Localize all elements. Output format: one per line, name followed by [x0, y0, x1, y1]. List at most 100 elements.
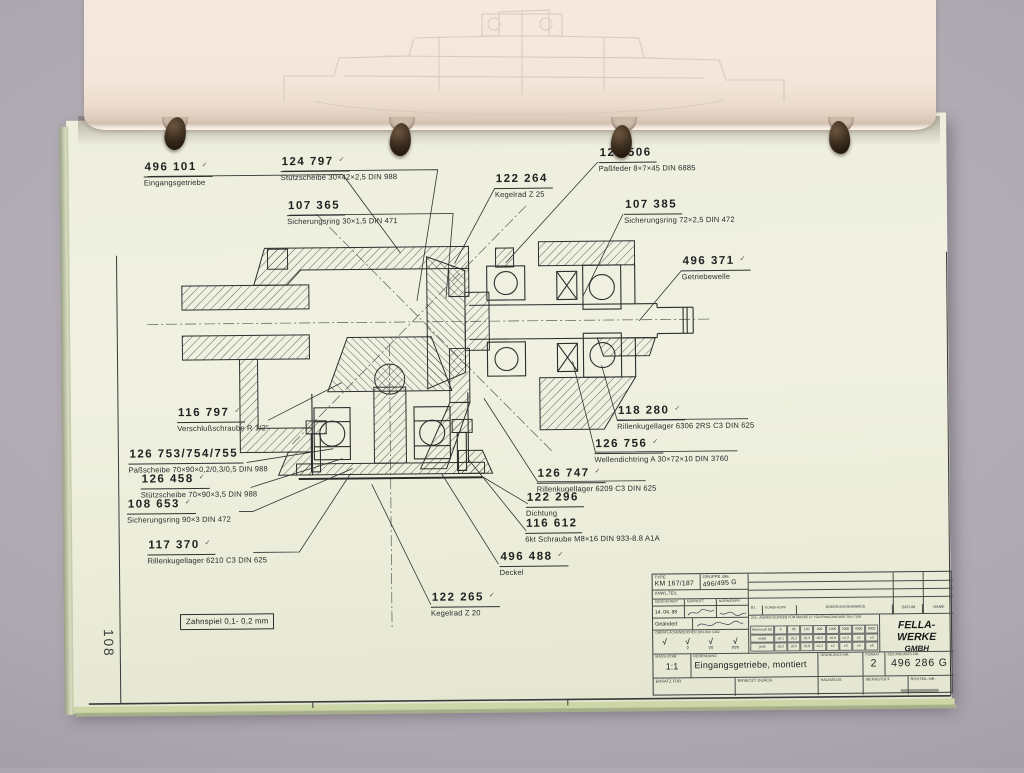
check-mark: ✓ — [595, 468, 601, 475]
name-label: NAME — [923, 604, 953, 609]
tol-val: ±0,2 — [774, 643, 787, 652]
check-mark: ✓ — [202, 162, 208, 169]
ersatz-label: ERSATZ FÜR — [654, 678, 735, 684]
check-mark: ✓ — [205, 540, 211, 547]
tol-val: ±0,8 — [826, 633, 839, 642]
tol-col: 30 — [787, 625, 800, 634]
part-description: Getriebewelle — [682, 273, 751, 281]
part-number: 117 370 — [148, 539, 200, 551]
tol-row-label: grob — [750, 643, 774, 652]
part-description: Kegelrad Z 25 — [495, 191, 553, 199]
tol-val: ±5 — [865, 642, 878, 651]
part-description: 6kt Schraube M8×16 DIN 933-8.8 A1A — [525, 535, 660, 544]
part-number: 496 488 — [500, 551, 552, 563]
brand-name: FELLA-WERKE — [880, 619, 953, 644]
part-number: 126 458 — [142, 473, 194, 485]
tolerance-label: ZUL. ABWEICHUNGEN FÜR MASSE O. TOLERANZA… — [749, 614, 879, 620]
part-label: 496 488✓ Deckel — [499, 547, 568, 576]
part-number: 122 264 — [496, 173, 548, 185]
geaendert-signature-cell — [693, 618, 749, 631]
ordnung-cell: ORDNUNGS-NR. — [818, 653, 863, 677]
rev-b1-label: B1 — [749, 606, 762, 611]
halbzeug-label: HALBZEUG — [819, 677, 863, 683]
rohteil-label: ROHTEIL-NR. — [909, 676, 954, 682]
anwl-label: ANWL.TEIL — [653, 590, 748, 596]
tol-val: ±0,5 — [787, 643, 800, 652]
rev-b1-cell: B1 — [749, 606, 763, 616]
tol-val: ±3 — [865, 633, 878, 642]
geaendert-label: Geändert — [653, 618, 692, 627]
datum-cell: DATUM — [893, 604, 923, 614]
part-description: Stützscheibe 30×42×2,5 DIN 988 — [281, 173, 398, 182]
signature-cell — [685, 606, 717, 618]
ersatz-cell: ERSATZ FÜR — [654, 678, 736, 697]
part-number: 107 385 — [625, 198, 677, 210]
type-cell: TYPE KM 167/187 — [653, 574, 701, 590]
surface-symbol: √∇∇ — [708, 638, 713, 651]
title-block: TYPE KM 167/187 GRUPPE 496 496/495 G ANW… — [652, 571, 953, 696]
tol-val: ±0,5 — [813, 634, 826, 643]
type-value: KM 167/187 — [653, 580, 700, 587]
part-label: 496 371✓ Getriebewelle — [681, 252, 750, 281]
part-label: 122 265✓ Kegelrad Z 20 — [431, 588, 500, 617]
name-cell: NAME — [923, 604, 953, 614]
geprueft-label: GEPRÜFT — [685, 599, 716, 604]
part-number: 124 797 — [282, 156, 334, 168]
normgepr-label: NORMGEPR. — [717, 599, 748, 604]
tol-col: 120 — [800, 625, 813, 634]
tolerance-table: Nennmaß bis 6 30 120 400 1000 2000 4000 … — [750, 624, 878, 651]
part-number: 496 371 — [683, 255, 735, 267]
zeichnung-cell: ZEICHNUNGS-NR. 496 286 G — [885, 652, 953, 677]
part-label: 116 612 6kt Schraube M8×16 DIN 933-8.8 A… — [525, 514, 660, 544]
massstab-cell: MASS-STAB 1:1 — [653, 654, 691, 678]
halbzeug-cell: HALBZEUG — [819, 677, 864, 695]
surface-symbol: √ — [662, 638, 667, 651]
brand-cell: FELLA-WERKE GMBH FEUCHT B. NÜRNBERG — [880, 614, 953, 653]
date-cell: 14. 04. 88 — [653, 606, 685, 618]
part-label: 124 797✓ Stützscheibe 30×42×2,5 DIN 988 — [281, 152, 398, 182]
signature-scribble — [696, 620, 744, 629]
check-mark: ✓ — [185, 499, 191, 506]
part-number: 126 756 — [595, 438, 647, 450]
tol-col: 6 — [774, 625, 787, 634]
part-label: 116 797✓ Verschlußschraube R 1/2" — [177, 403, 269, 432]
massstab-label: MASS-STAB — [653, 654, 690, 659]
tol-val: ±1,2 — [813, 642, 826, 651]
gruppe-cell: GRUPPE 496 496/495 G — [701, 574, 749, 590]
part-description: Sicherungsring 90×3 DIN 472 — [127, 516, 231, 525]
signature-cell — [717, 606, 749, 618]
tol-val: ±3 — [839, 642, 852, 651]
flipped-page — [84, 0, 936, 130]
part-label: 122 264 Kegelrad Z 25 — [495, 170, 553, 199]
ordnung-label: ORDNUNGS-NR. — [818, 653, 862, 658]
tol-val: ±0,1 — [774, 634, 787, 643]
part-label: 122 296 Dichtung — [526, 488, 584, 517]
tol-row-label: mittel — [750, 634, 774, 643]
rev-kombi-label: KOMBI-KOPF — [763, 605, 796, 610]
surface-symbol: √∇∇∇ — [732, 638, 739, 651]
part-description: Kegelrad Z 20 — [431, 609, 500, 617]
benennung-cell: BENENNUNG Eingangsgetriebe, montiert — [691, 653, 818, 678]
ersetzt-label: ERSETZT DURCH — [736, 677, 818, 683]
rev-kombi-cell: KOMBI-KOPF — [763, 605, 797, 615]
werkstoff-label: WERKSTOFF — [864, 676, 908, 682]
check-mark: ✓ — [674, 405, 680, 412]
format-cell: FORMAT 2 — [863, 652, 885, 676]
tol-col: 2000 — [839, 625, 852, 634]
tol-corner: Nennmaß bis — [750, 625, 774, 634]
part-number: 126 747 — [538, 467, 590, 479]
ghost-drawing — [84, 0, 936, 130]
part-description: Deckel — [500, 568, 569, 576]
backlash-note: Zahnspiel 0,1- 0,2 mm — [180, 613, 275, 629]
tol-col: 8000 — [865, 624, 878, 633]
check-mark: ✓ — [234, 408, 240, 415]
part-number: 126 753/754/755 — [129, 448, 238, 461]
part-description: Verschlußschraube R 1/2" — [177, 424, 269, 432]
tol-col: 1000 — [826, 625, 839, 634]
signature-scribble — [687, 608, 715, 617]
tol-val: ±0,2 — [787, 634, 800, 643]
part-label: 118 280✓ Rillenkugellager 6306 2RS C3 DI… — [617, 401, 754, 431]
part-description: Wellendichtring A 30×72×10 DIN 3760 — [594, 455, 728, 464]
geaendert-cell: Geändert — [653, 618, 693, 630]
